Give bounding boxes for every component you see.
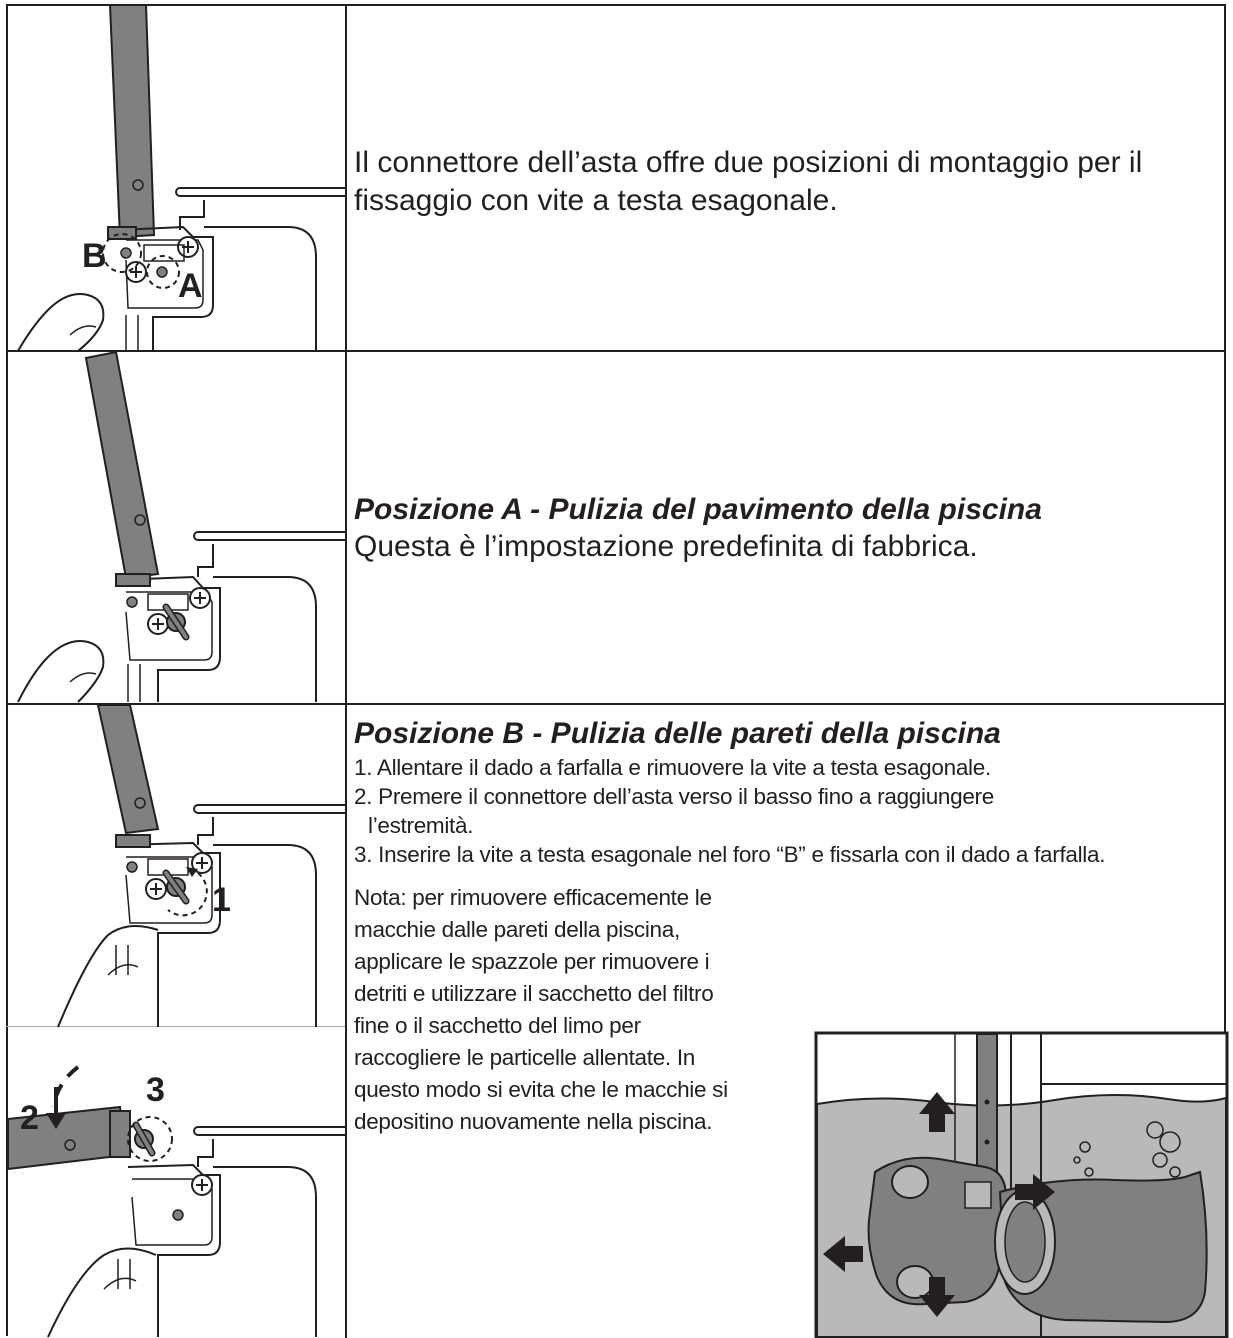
- pole: [108, 4, 156, 239]
- pole-connector-illustration-1: B A: [17, 4, 346, 352]
- note-line: fine o il sacchetto del limo per: [354, 1013, 641, 1038]
- pole-connector-illustration-4: 2 3: [7, 1065, 346, 1338]
- instruction-table: [6, 4, 1226, 1336]
- arrow-right-icon: [1015, 1174, 1055, 1210]
- column-divider: [345, 4, 347, 1338]
- label-step-3: 3: [146, 1071, 165, 1109]
- note-line: questo modo si evita che le macchie si: [354, 1077, 728, 1102]
- note-line: depositino nuovamente nella piscina.: [354, 1109, 713, 1134]
- filter-bag: [998, 1170, 1208, 1324]
- pole-connector-illustration-2: [17, 350, 346, 703]
- pole-connector-illustration-3: 1: [57, 704, 346, 1028]
- arrow-up-icon: [919, 1092, 955, 1132]
- note-line: applicare le spazzole per rimuovere i: [354, 949, 710, 974]
- arrow-down-icon: [919, 1277, 955, 1317]
- arrow-left-icon: [823, 1236, 863, 1272]
- note-line: raccogliere le particelle allentate. In: [354, 1045, 695, 1070]
- row3-step-2: 2. Premere il connettore dell’asta verso…: [354, 784, 994, 809]
- row3-heading: Posizione B - Pulizia delle pareti della…: [354, 717, 1001, 750]
- note-line: detriti e utilizzare il sacchetto del fi…: [354, 981, 714, 1006]
- row-divider-2: [6, 703, 1226, 705]
- label-step-1: 1: [212, 881, 231, 919]
- row3-step-2-cont: l’estremità.: [368, 813, 474, 838]
- row-divider-1: [6, 350, 1226, 352]
- wall-cleaning-illustration: [814, 1031, 1229, 1338]
- note-block: Nota: per rimuovere efficacemente le mac…: [354, 882, 804, 1138]
- label-step-2: 2: [20, 1099, 39, 1137]
- row3-step-3: 3. Inserire la vite a testa esagonale ne…: [354, 842, 1106, 867]
- row3-step-1: 1. Allentare il dado a farfalla e rimuov…: [354, 755, 991, 780]
- pole: [84, 350, 160, 580]
- note-line: macchie dalle pareti della piscina,: [354, 917, 680, 942]
- row-divider-3-left: [6, 1026, 345, 1027]
- row2-heading: Posizione A - Pulizia del pavimento dell…: [354, 493, 1042, 526]
- note-line: Nota: per rimuovere efficacemente le: [354, 885, 712, 910]
- label-b: B: [82, 237, 107, 275]
- row2-description: Questa è l’impostazione predefinita di f…: [354, 530, 978, 563]
- pole: [96, 704, 160, 835]
- label-a: A: [178, 267, 203, 305]
- row1-description: Il connettore dell’asta offre due posizi…: [354, 146, 1143, 217]
